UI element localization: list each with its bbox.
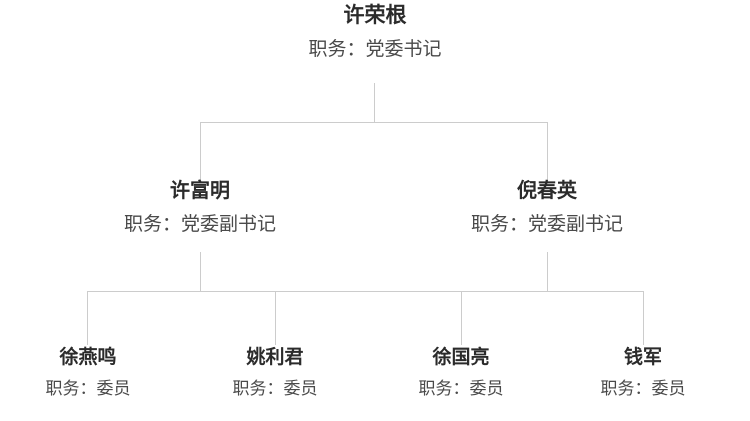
org-node-title: 职务：党委副书记 [470, 214, 623, 235]
org-node-level3-0[interactable]: 徐燕鸣 职务：委员 [12, 347, 164, 398]
org-node-title: 职务：委员 [600, 378, 686, 398]
connector-level3-drop-2 [461, 291, 462, 345]
org-node-level2-0[interactable]: 许富明 职务：党委副书记 [95, 180, 305, 236]
org-node-title: 职务：委员 [418, 378, 504, 398]
org-node-name: 徐国亮 [432, 347, 490, 368]
org-node-root[interactable]: 许荣根 职务：党委书记 [270, 4, 480, 61]
org-node-title: 职务：党委书记 [308, 39, 442, 61]
org-node-title: 职务：委员 [232, 378, 318, 398]
org-node-level3-1[interactable]: 姚利君 职务：委员 [199, 347, 351, 398]
org-node-name: 许荣根 [343, 4, 407, 27]
org-node-name: 许富明 [170, 180, 230, 202]
org-node-name: 倪春英 [517, 180, 577, 202]
connector-level2-drop-0 [200, 122, 201, 180]
org-node-level3-2[interactable]: 徐国亮 职务：委员 [385, 347, 537, 398]
org-node-name: 徐燕鸣 [59, 347, 117, 368]
org-node-name: 姚利君 [246, 347, 304, 368]
connector-level2-0-stem [200, 252, 201, 291]
connector-root-stem [374, 83, 375, 122]
org-node-level3-3[interactable]: 钱军 职务：委员 [567, 347, 719, 398]
connector-level2-drop-1 [547, 122, 548, 180]
connector-level3-drop-0 [87, 291, 88, 345]
org-node-title: 职务：委员 [45, 378, 131, 398]
org-node-title: 职务：党委副书记 [123, 214, 276, 235]
connector-level3-drop-1 [275, 291, 276, 345]
org-node-level2-1[interactable]: 倪春英 职务：党委副书记 [442, 180, 652, 236]
connector-level2-1-stem [547, 252, 548, 291]
connector-level3-drop-3 [643, 291, 644, 345]
org-node-name: 钱军 [623, 347, 662, 368]
connector-level3-bus [87, 291, 643, 292]
connector-level2-bus [200, 122, 548, 123]
